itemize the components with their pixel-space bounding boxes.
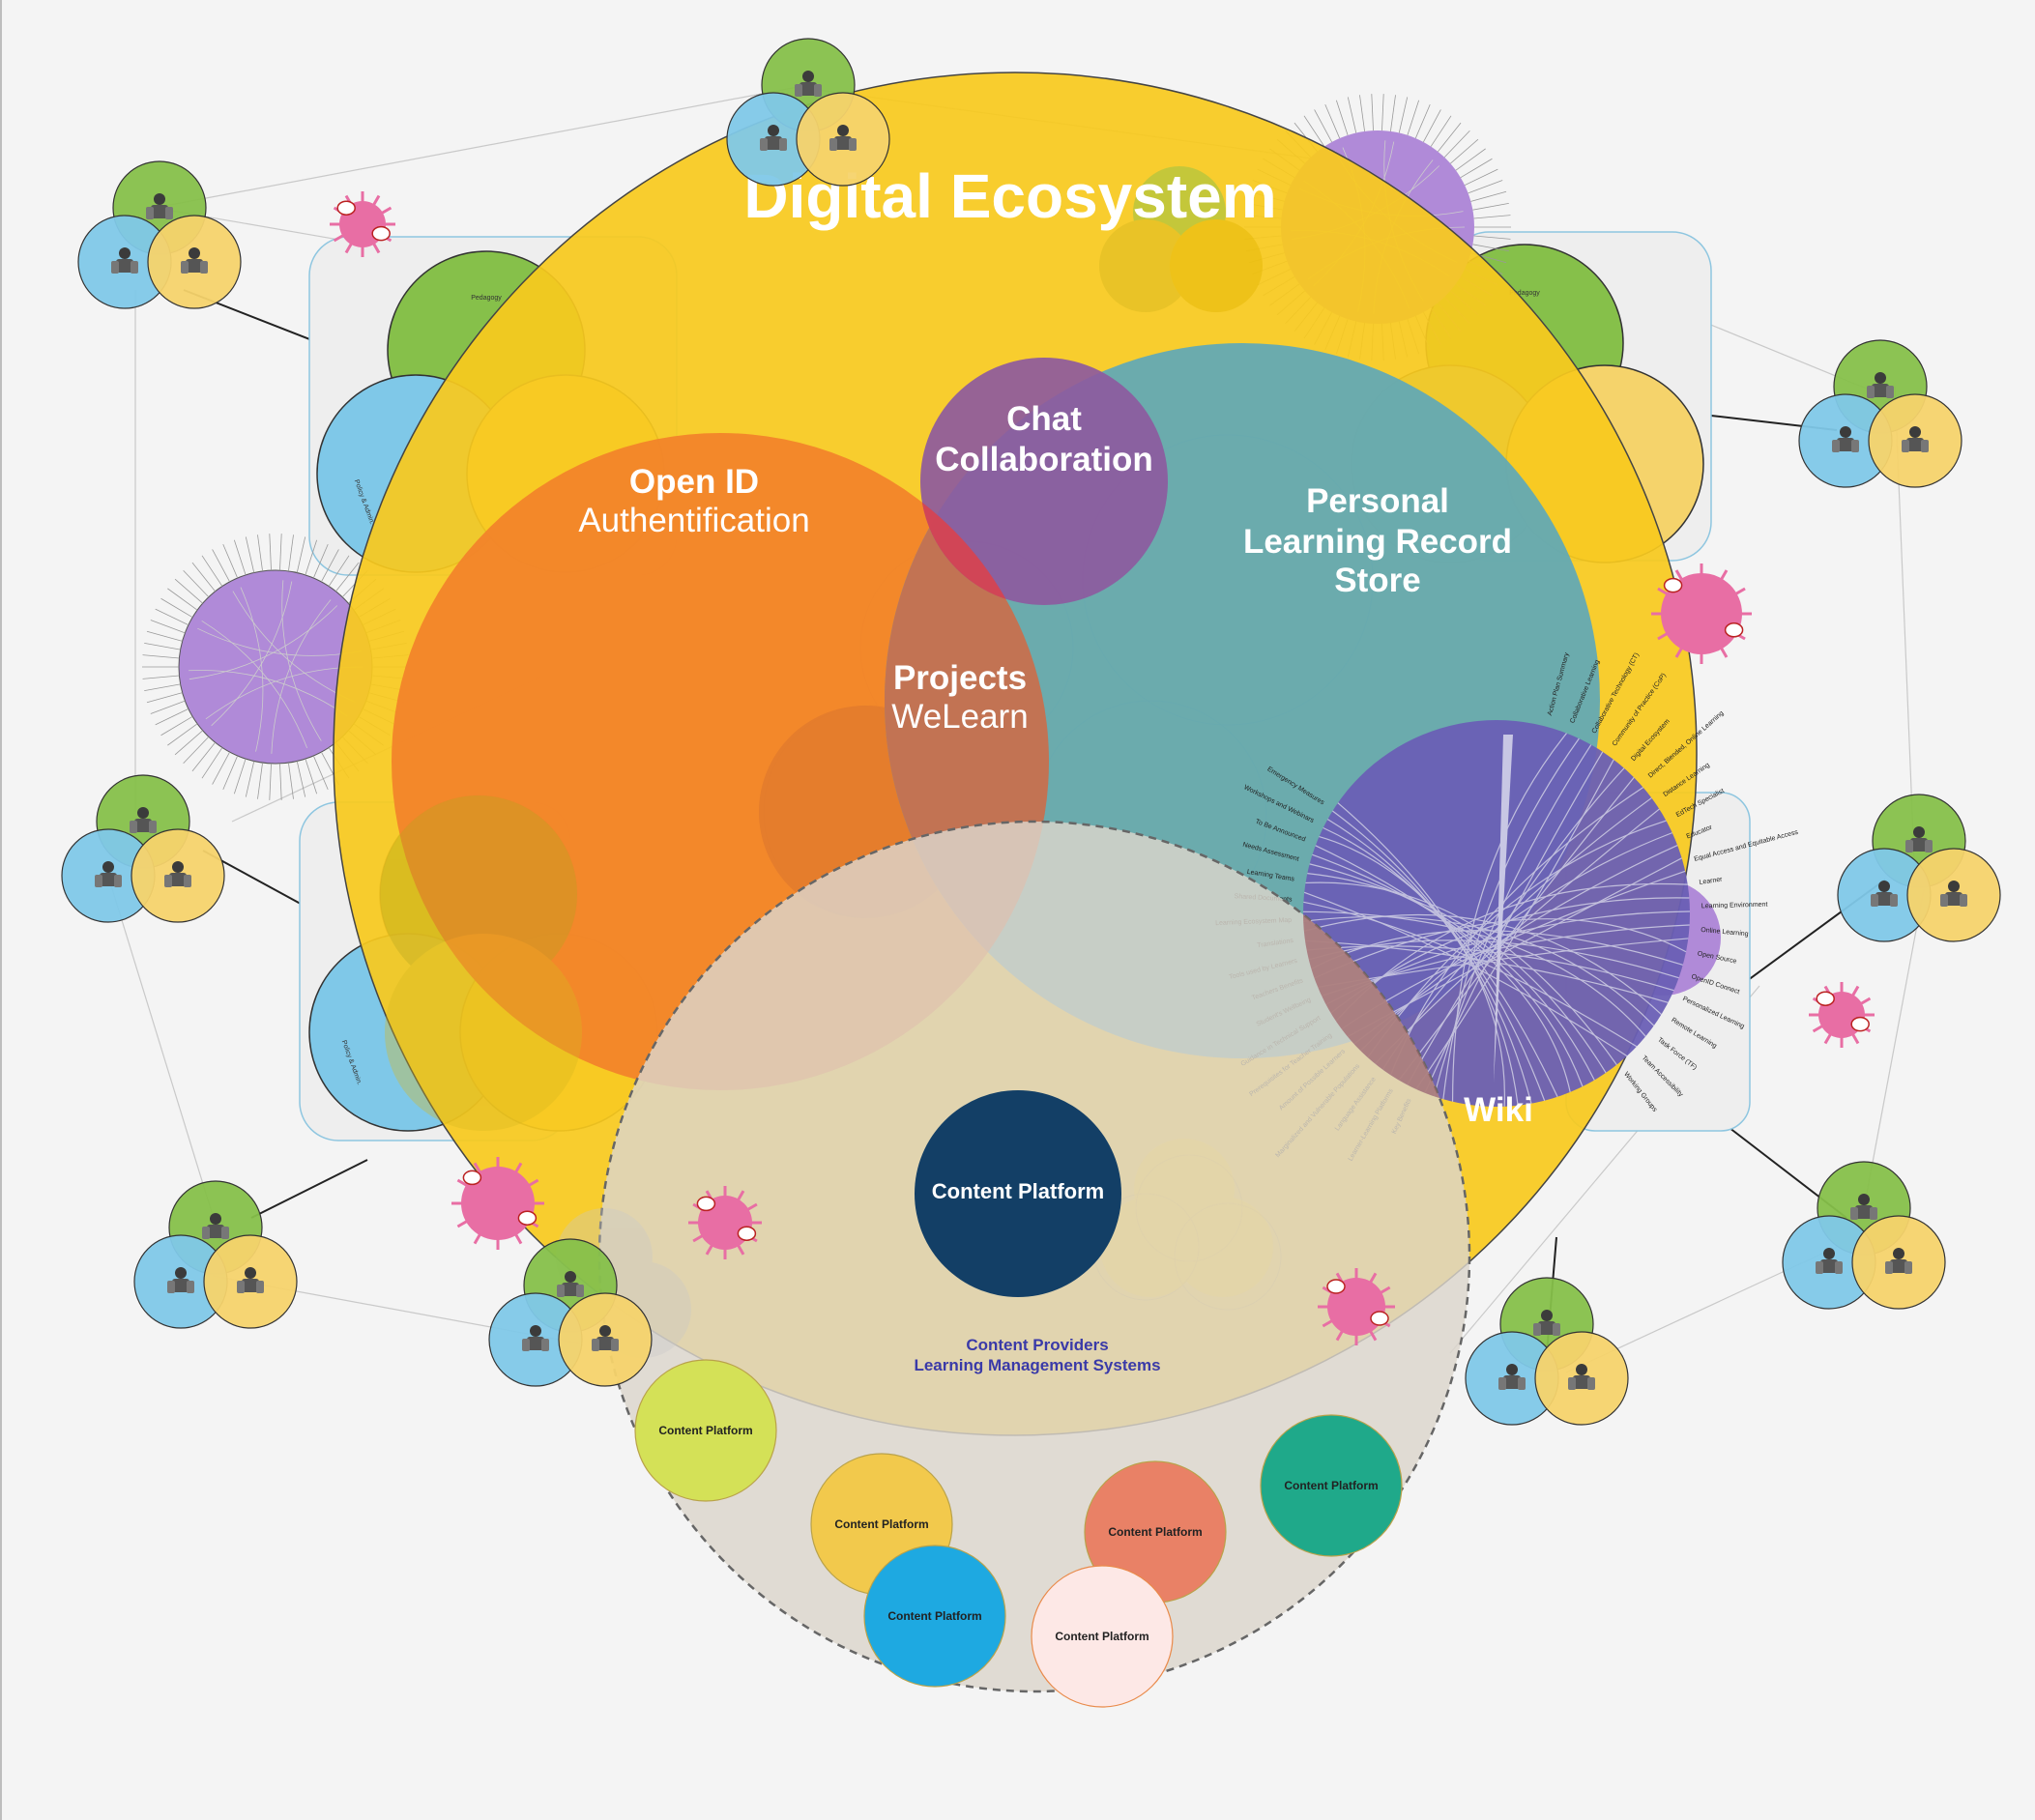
user-group-4[interactable] [726, 38, 890, 187]
pink-bubble-4 [1809, 982, 1875, 1048]
user-group-5[interactable] [1798, 339, 1962, 488]
left-border-line [0, 0, 2, 1820]
pedagogy-label: Pedagogy [471, 295, 502, 302]
content-platform-label-2: Content Platform [834, 1517, 928, 1531]
providers-label-line2: Learning Management Systems [914, 1356, 1160, 1374]
content-platform-label-3: Content Platform [887, 1609, 981, 1623]
content-platform-1[interactable] [634, 1359, 777, 1502]
content-platform-label-5: Content Platform [1055, 1630, 1148, 1643]
user-group-3[interactable] [133, 1180, 298, 1329]
plrs-label-line3: Store [1334, 562, 1420, 599]
faded-trio-top [1099, 166, 1263, 312]
projects-label-line2: WeLearn [891, 698, 1028, 736]
pink-bubble-3 [1318, 1268, 1395, 1345]
content-platform-label-1: Content Platform [658, 1424, 752, 1437]
user-group-7[interactable] [1782, 1161, 1946, 1310]
content-platform-label-4: Content Platform [1108, 1525, 1202, 1539]
projects-label-line1: Projects [893, 659, 1027, 697]
user-group-9[interactable] [488, 1238, 653, 1387]
wiki-topic: Online Learning [1701, 927, 1749, 938]
pink-bubble-5 [1651, 563, 1752, 664]
chat-circle [920, 358, 1168, 605]
plrs-label-line1: Personal [1306, 482, 1449, 520]
providers-label-line1: Content Providers [966, 1336, 1108, 1354]
content-platform-3[interactable] [863, 1545, 1006, 1688]
user-groups [61, 38, 2001, 1426]
openid-label-line2: Authentification [578, 502, 809, 539]
chat-label-line1: Chat [1006, 400, 1082, 438]
openid-label-line1: Open ID [629, 463, 759, 501]
main-content-platform[interactable] [915, 1090, 1121, 1297]
content-platform-5[interactable] [1031, 1565, 1174, 1708]
chat-label-line2: Collaboration [935, 441, 1153, 478]
wiki-topic: Learner [1699, 877, 1724, 886]
user-group-8[interactable] [1465, 1277, 1629, 1426]
pink-bubbles [330, 191, 1875, 1345]
pink-bubble-1 [330, 191, 395, 257]
purple-network-left [142, 534, 409, 800]
user-group-6[interactable] [1837, 794, 2001, 942]
pink-bubble-2 [688, 1186, 762, 1259]
plrs-label-line2: Learning Record [1243, 523, 1512, 561]
wiki-topic: Learning Environment [1701, 902, 1768, 910]
content-platform-6[interactable] [1260, 1414, 1403, 1557]
user-group-1[interactable] [77, 160, 242, 309]
wiki-label: Wiki [1464, 1091, 1533, 1129]
chat-openid-overlap [921, 502, 1006, 599]
main-content-platform-label: Content Platform [932, 1179, 1104, 1203]
content-platform-label-6: Content Platform [1284, 1479, 1378, 1492]
wiki-providers-overlap [1303, 914, 1440, 1099]
pedagogy-label-right: Pedagogy [1509, 290, 1540, 297]
user-group-2[interactable] [61, 774, 225, 923]
pink-bubble-6 [451, 1157, 544, 1250]
